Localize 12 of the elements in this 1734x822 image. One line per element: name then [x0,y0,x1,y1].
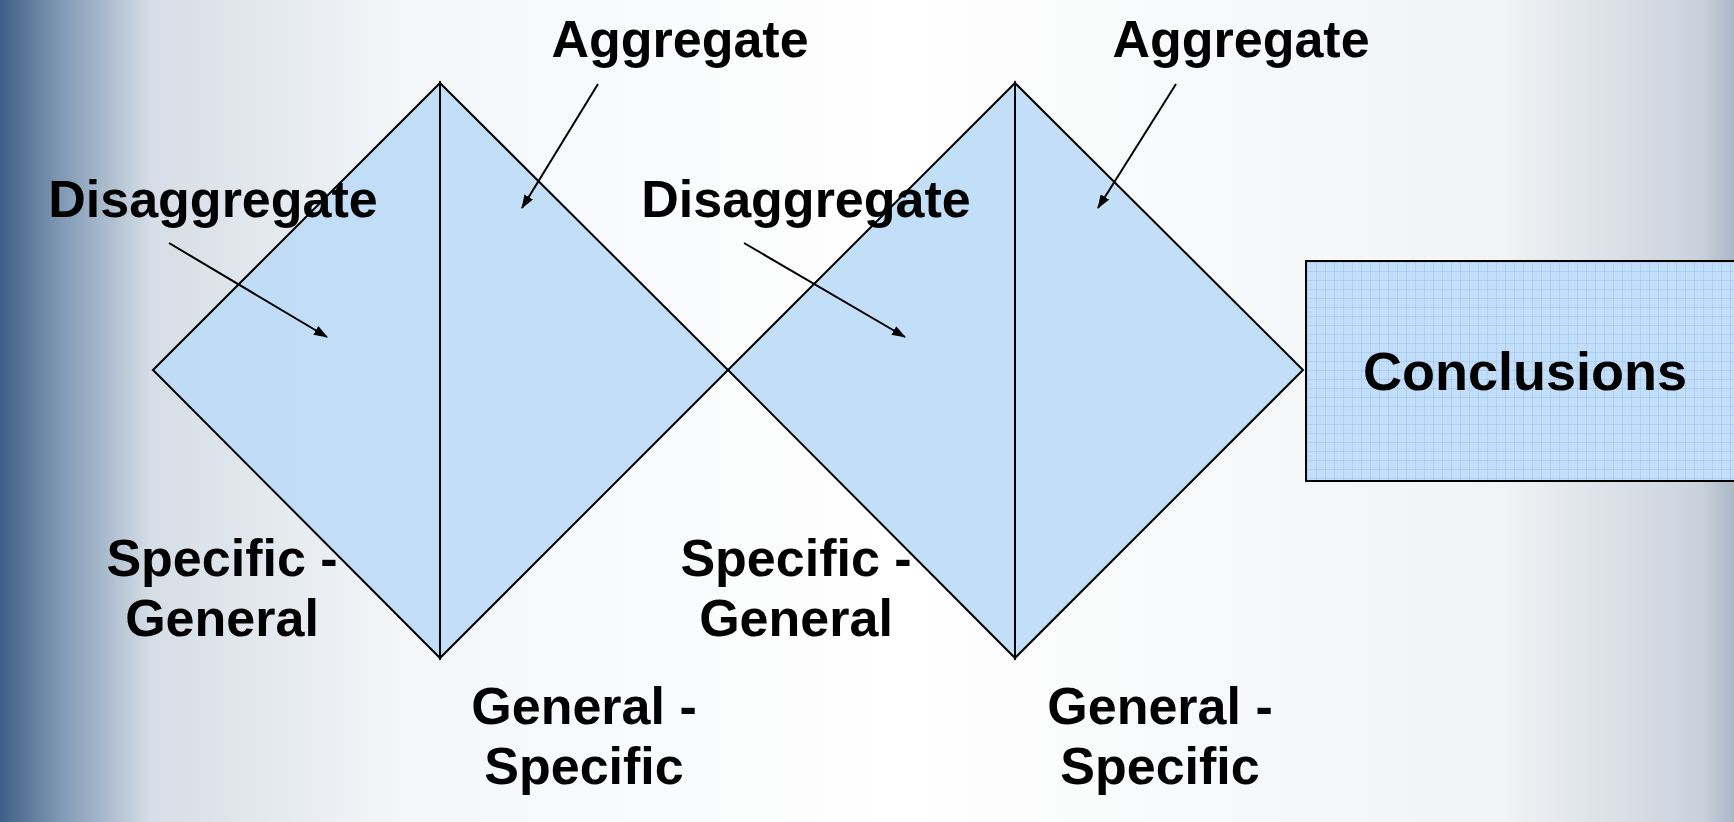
leader-line [1097,83,1177,209]
axis-label: Specific - General [105,528,339,648]
axis-label: General - Specific [1046,676,1274,796]
conclusion-box: Conclusions [1305,260,1734,482]
callout-text: Aggregate [1071,9,1411,69]
leader-line [743,242,906,338]
axis-label: General - Specific [470,676,698,796]
axis-label: Specific - General [679,528,913,648]
callout-text: Aggregate [510,9,850,69]
leader-line [521,83,599,209]
leader-line [168,242,328,338]
triangle-shape [1015,83,1303,658]
